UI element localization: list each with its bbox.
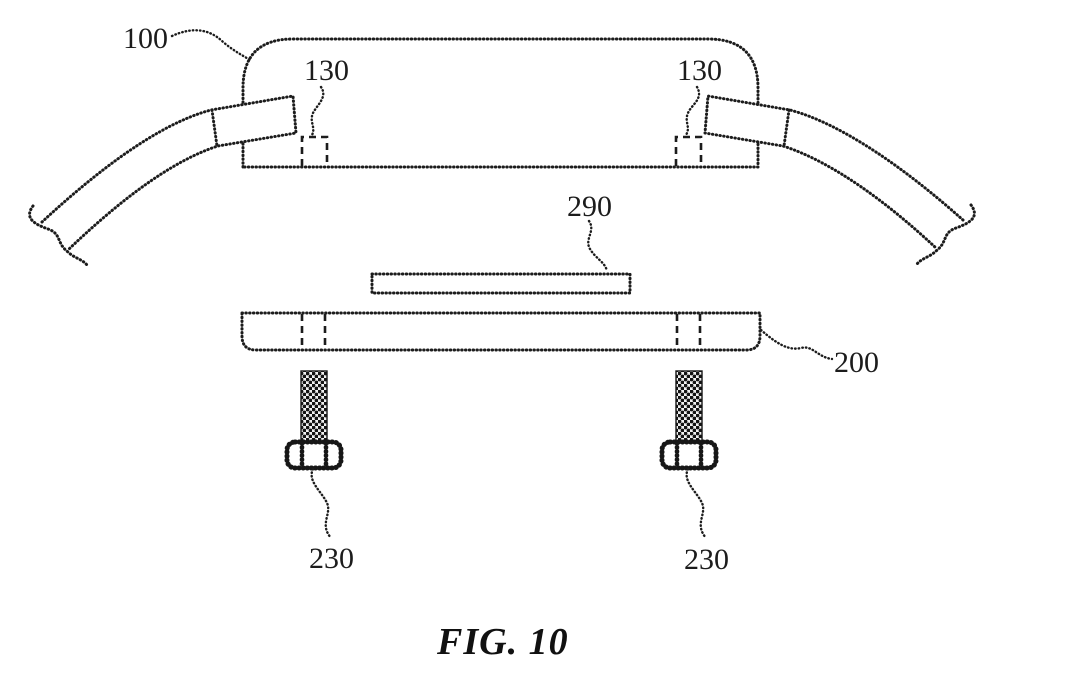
strap-left-fill (42, 96, 296, 250)
strap-right-outline (703, 94, 965, 250)
strap-right-break-line (915, 203, 976, 266)
strap-left-outline (40, 94, 298, 252)
back-plate-outline (240, 311, 762, 352)
ref-label-200: 200 (834, 346, 879, 379)
leader-100 (170, 29, 252, 62)
strap-right-fill (705, 96, 963, 248)
leader-130-left (310, 85, 325, 137)
ref-label-100: 100 (123, 22, 168, 55)
strap-left-break-line (28, 204, 89, 267)
screw-right-shaft (675, 370, 703, 444)
leader-230-left (310, 467, 333, 540)
screw-right-head-facets (674, 440, 704, 470)
leader-290 (587, 219, 609, 273)
screw-left-head (284, 439, 344, 471)
ref-label-130-right: 130 (677, 54, 722, 87)
screw-left-shaft (300, 370, 328, 444)
ref-label-230-left: 230 (309, 542, 354, 575)
screw-left-head-facets (299, 440, 329, 470)
leader-200 (759, 328, 834, 361)
fastener-hole-right-hidden-lines (674, 135, 703, 166)
fastener-hole-left-hidden-lines (300, 135, 329, 166)
leader-230-right (685, 467, 708, 540)
ref-label-130-left: 130 (304, 54, 349, 87)
back-plate-hole-right-hidden-lines (675, 314, 702, 349)
gasket-outline (370, 272, 632, 295)
leader-130-right (684, 85, 701, 137)
device-body-outline (241, 37, 760, 169)
strap-left-lug-separator (210, 108, 219, 148)
figure-caption: FIG. 10 (436, 621, 569, 663)
strap-right-lug-separator (782, 108, 791, 148)
screw-right-head (659, 439, 719, 471)
ref-label-290: 290 (567, 190, 612, 223)
ref-label-230-right: 230 (684, 543, 729, 576)
back-plate-hole-left-hidden-lines (300, 314, 327, 349)
